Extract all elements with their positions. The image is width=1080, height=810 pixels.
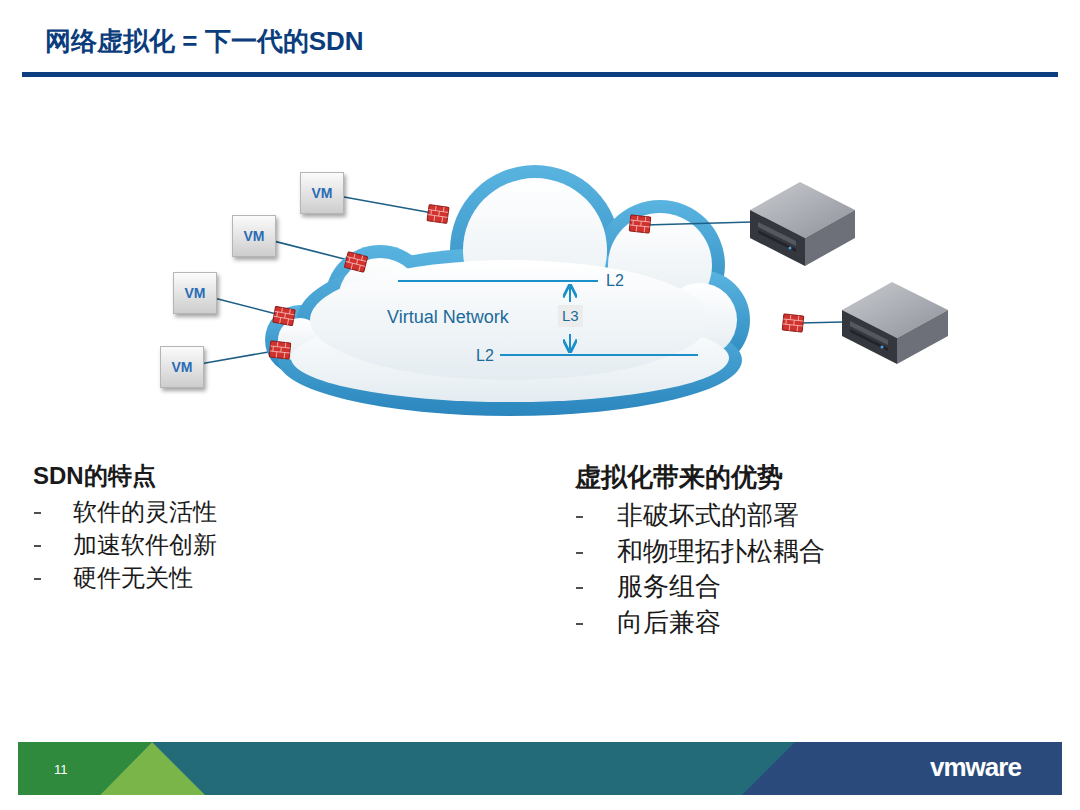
feature-item: 加速软件创新 xyxy=(73,531,217,560)
drawing-part xyxy=(34,545,41,547)
layer-label: L2 xyxy=(476,346,494,365)
drawing-part xyxy=(629,215,651,233)
drawing-part xyxy=(569,334,571,352)
vm-box: VM xyxy=(173,272,217,314)
vm-label: VM xyxy=(244,228,265,244)
drawing-part xyxy=(576,587,583,589)
layer-label: L2 xyxy=(606,271,624,290)
vm-label: VM xyxy=(185,285,206,301)
drawing-part xyxy=(750,182,855,266)
bullet-dashes xyxy=(34,513,583,624)
drawing-part xyxy=(34,512,41,514)
network-label: Virtual Network xyxy=(387,307,509,328)
drawing-part xyxy=(500,354,698,356)
feature-item: 硬件无关性 xyxy=(73,564,193,593)
benefit-item: 非破坏式的部署 xyxy=(617,500,799,531)
drawing-part xyxy=(18,742,1062,795)
drawing-part xyxy=(398,280,598,282)
drawing-part xyxy=(427,205,449,224)
drawing-part xyxy=(805,210,855,266)
drawing-part xyxy=(278,178,737,402)
vm-box: VM xyxy=(232,215,276,257)
drawing-part xyxy=(881,346,884,349)
vm-box: VM xyxy=(300,172,344,214)
feature-item: 软件的灵活性 xyxy=(73,498,217,527)
drawing-part xyxy=(265,165,750,416)
cloud-outline xyxy=(262,160,810,425)
drawing-part xyxy=(789,247,792,250)
drawing-part xyxy=(34,578,41,580)
drawing-part xyxy=(842,310,897,364)
layer-label: L3 xyxy=(558,305,583,327)
drawing-part xyxy=(897,310,948,364)
drawing-part xyxy=(750,210,805,266)
drawing-part xyxy=(569,285,571,302)
drawing-part xyxy=(782,314,804,332)
vm-box: VM xyxy=(160,346,204,388)
footer-band xyxy=(18,742,1062,795)
drawing-part xyxy=(842,282,948,364)
drawing-part xyxy=(576,516,583,518)
drawing-part xyxy=(80,742,152,795)
drawing-part xyxy=(576,552,583,554)
title-rule xyxy=(22,72,1058,77)
drawing-part xyxy=(265,165,948,416)
drawing-part xyxy=(273,306,295,325)
page-number: 11 xyxy=(54,762,68,778)
brand-logo: vmware xyxy=(930,752,1021,783)
vm-label: VM xyxy=(172,359,193,375)
virtual-network-cloud: Virtual Network xyxy=(262,160,810,425)
drawing-part xyxy=(310,260,710,380)
benefit-item: 向后兼容 xyxy=(617,607,721,638)
benefit-item: 和物理拓扑松耦合 xyxy=(617,536,825,567)
drawing-part xyxy=(645,222,752,225)
drawing-part xyxy=(742,742,1062,795)
slide-title: 网络虚拟化 = 下一代的SDN xyxy=(45,24,364,59)
drawing-part xyxy=(800,322,843,323)
drawing-part xyxy=(758,230,796,252)
drawing-part xyxy=(269,341,291,359)
column-heading: 虚拟化带来的优势 xyxy=(575,462,783,493)
vm-label: VM xyxy=(312,185,333,201)
column-heading: SDN的特点 xyxy=(33,462,156,491)
drawing-part xyxy=(344,252,367,272)
drawing-part xyxy=(850,329,888,351)
benefit-item: 服务组合 xyxy=(617,571,721,602)
vm-link xyxy=(344,197,438,214)
drawing-part xyxy=(576,623,583,625)
